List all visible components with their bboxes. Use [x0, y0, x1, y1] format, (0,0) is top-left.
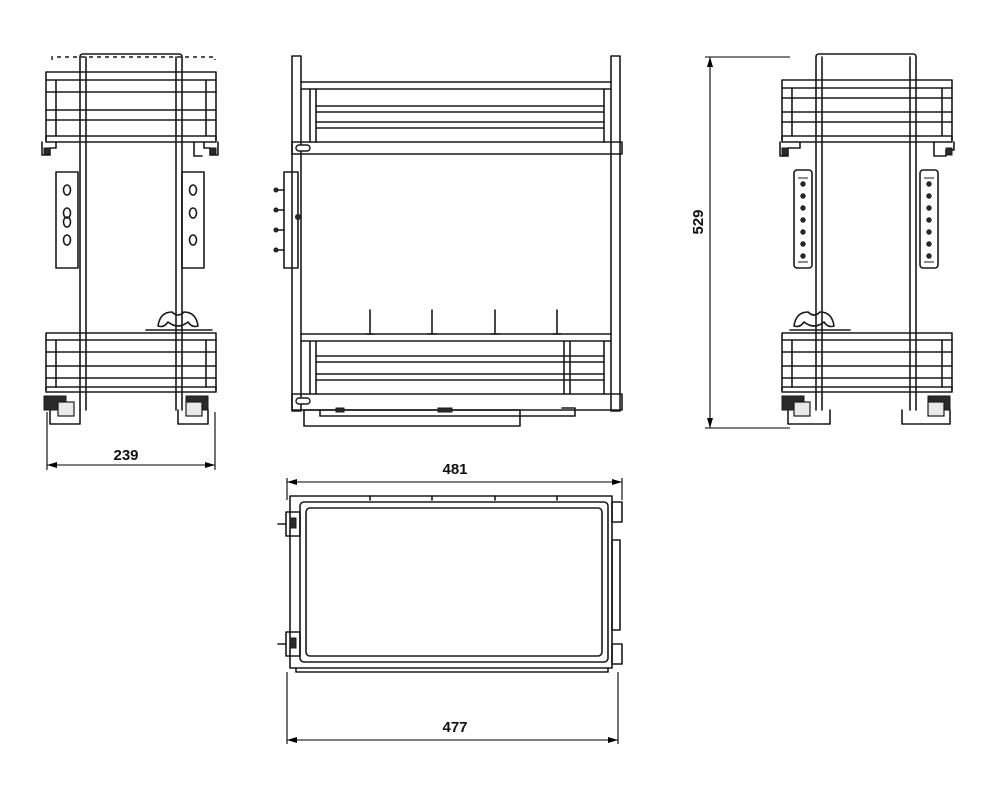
hooks	[365, 309, 562, 335]
left-side-view: 239	[41, 53, 219, 470]
front-view	[273, 55, 623, 427]
dimension-top-outer-label: 481	[442, 461, 467, 478]
top-view: 481 477	[277, 461, 623, 744]
right-side-view: 529	[690, 53, 955, 429]
slot-holes	[798, 177, 934, 263]
dimension-top-inner-label: 477	[442, 719, 467, 736]
dimension-width-label: 239	[113, 447, 138, 464]
bracket-pins	[273, 187, 301, 253]
dimension-height-label: 529	[690, 209, 707, 234]
mounting-holes-left	[62, 184, 198, 246]
